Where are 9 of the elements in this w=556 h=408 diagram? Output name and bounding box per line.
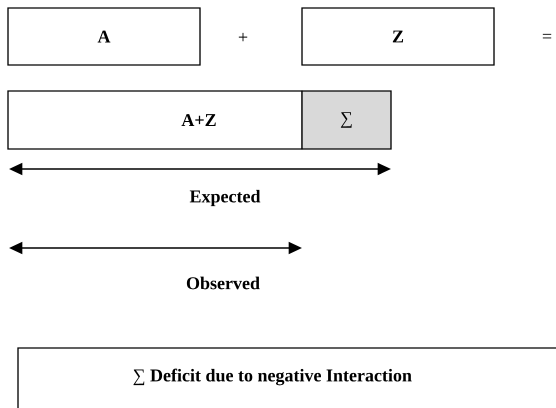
summary-box: ∑ Deficit due to negative Interaction xyxy=(17,347,556,408)
operator-label: + xyxy=(238,32,248,42)
dimension-label: Expected xyxy=(190,190,260,206)
dimension-label: Observed xyxy=(186,276,260,290)
term-box: A xyxy=(7,7,201,66)
result-bar-segment: ∑ xyxy=(301,90,392,150)
term-box: Z xyxy=(301,7,495,66)
result-bar-segment: A+Z xyxy=(7,90,303,150)
operator-label: = xyxy=(542,34,552,38)
